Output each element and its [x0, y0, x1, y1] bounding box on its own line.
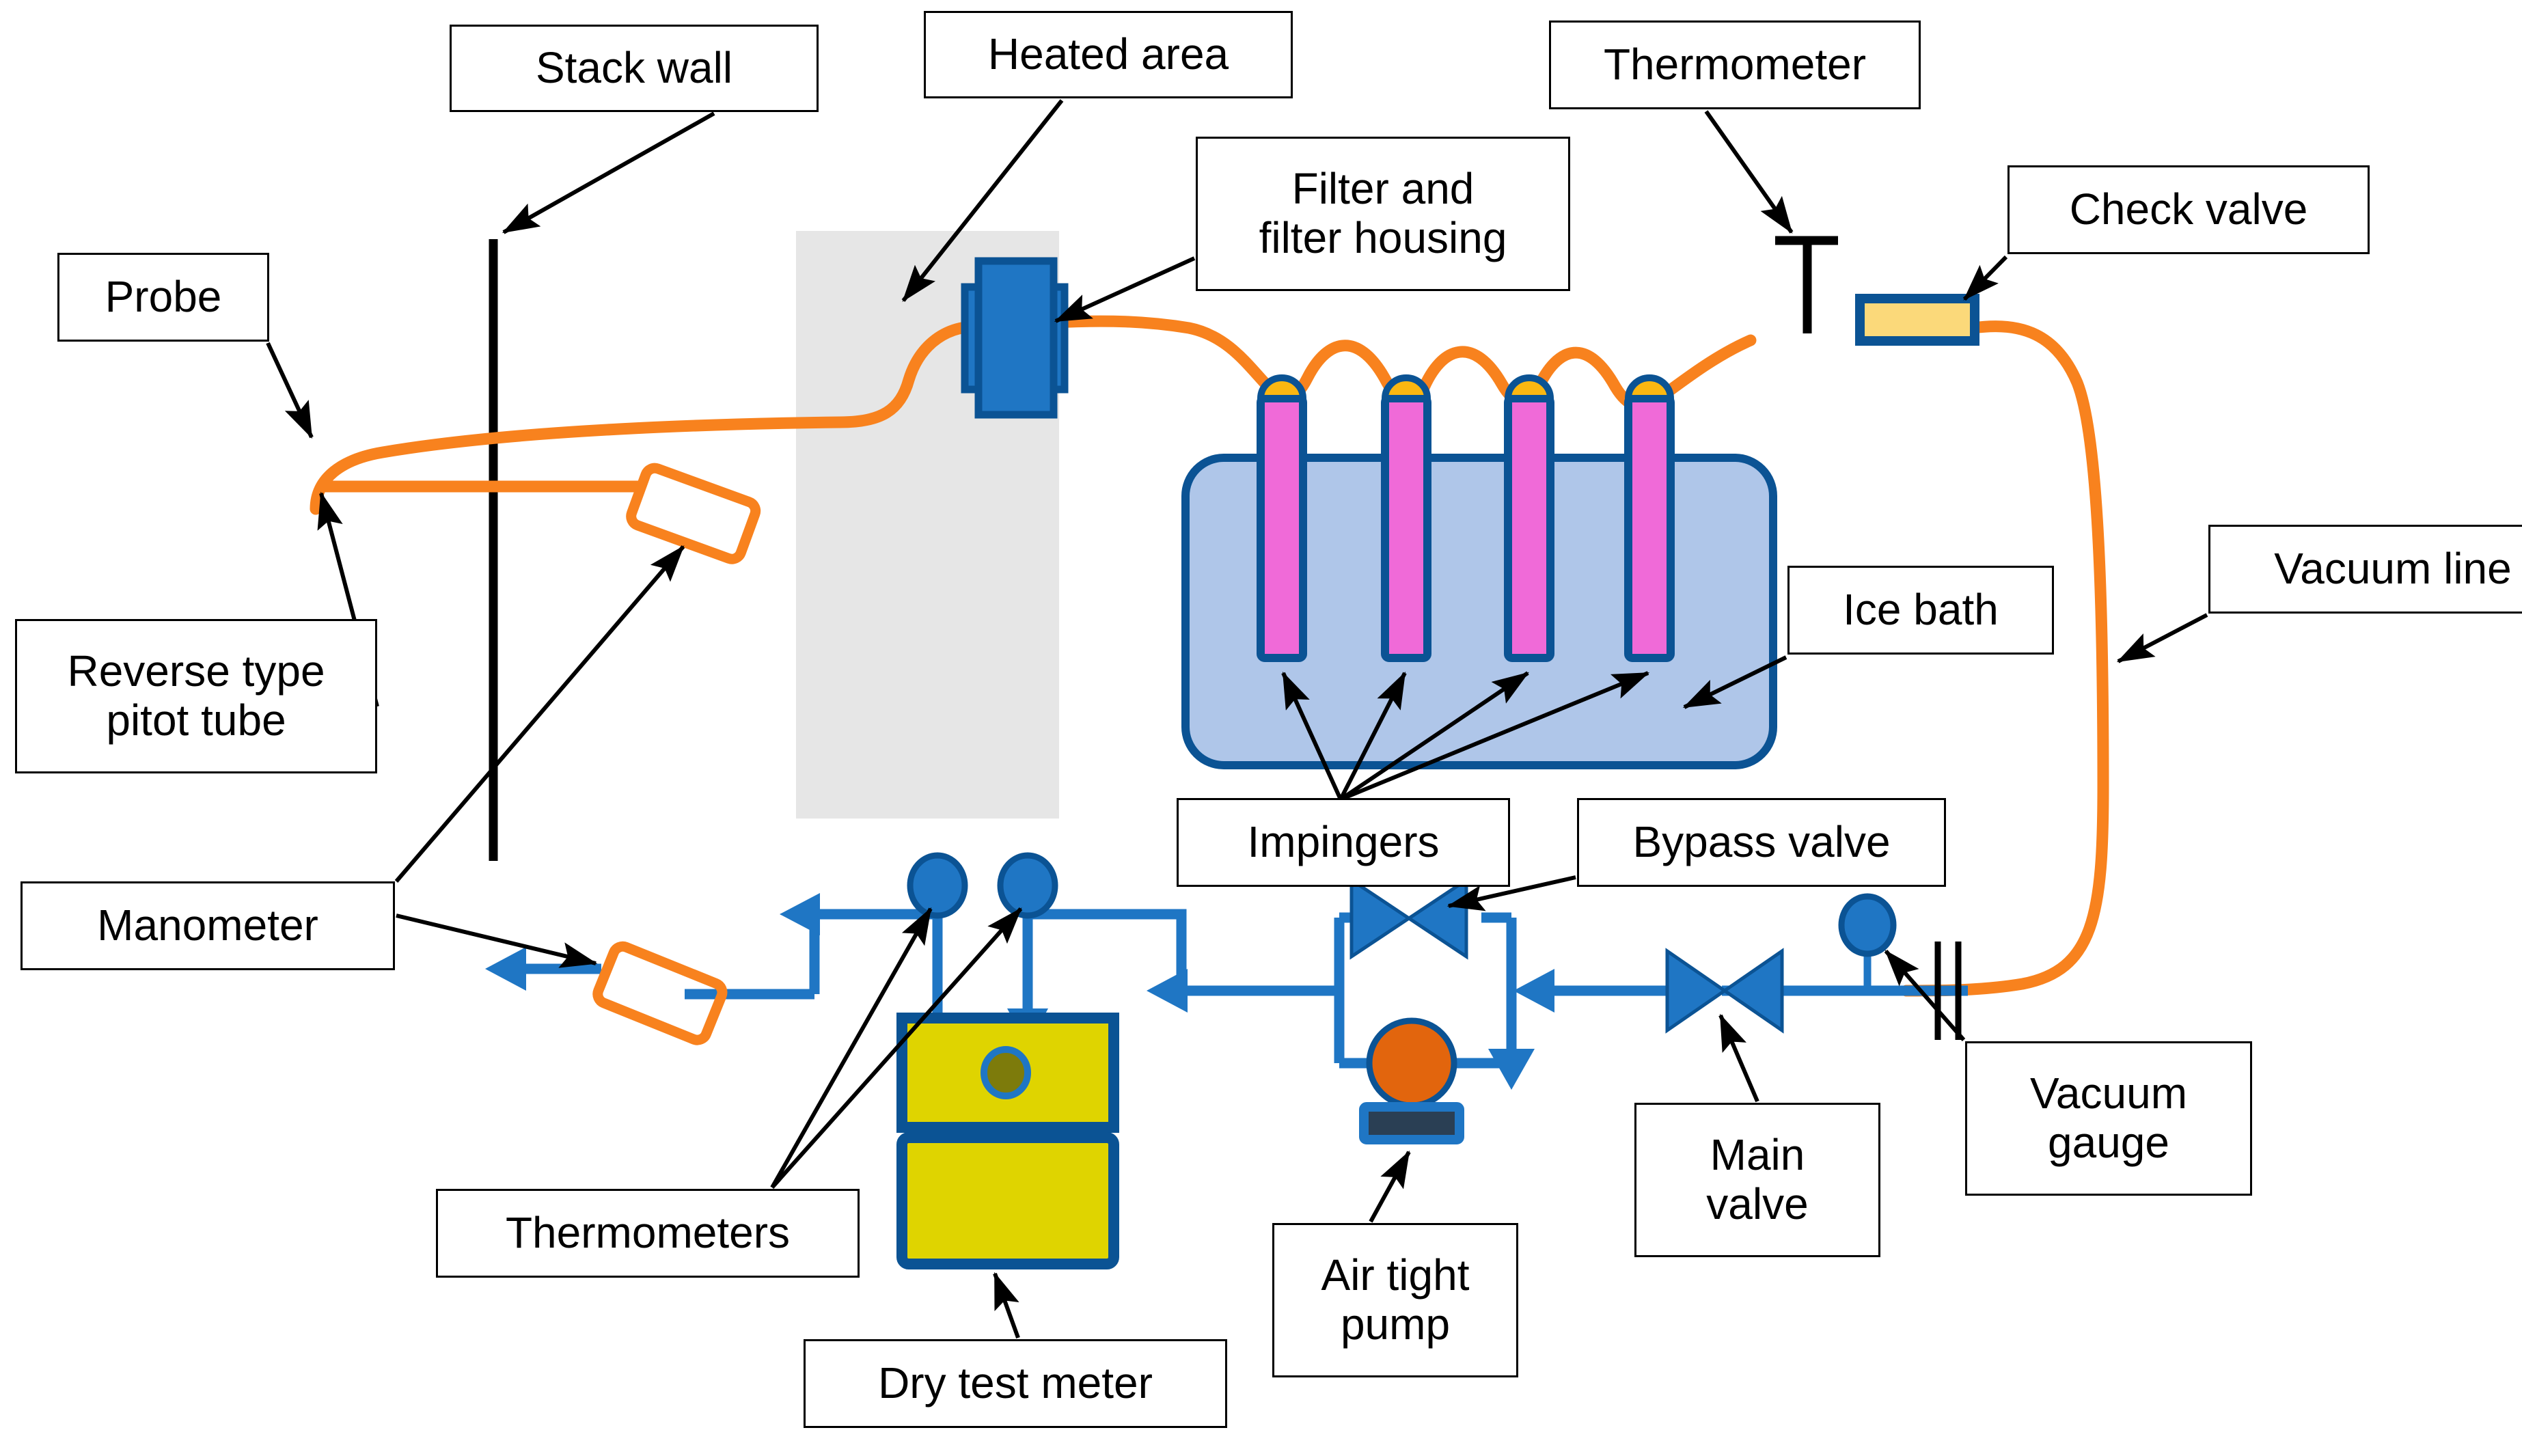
label-vacuum-line[interactable]: Vacuum line — [2208, 525, 2522, 614]
leader-impinger-4 — [1339, 671, 1650, 801]
bypass-loop — [1334, 912, 1535, 1090]
main-valve-icon — [1665, 948, 1784, 1034]
meter-inlet-pipe — [1022, 909, 1187, 1017]
leader-main-valve — [1718, 1013, 1759, 1103]
label-ice-bath[interactable]: Ice bath — [1787, 566, 2054, 655]
leader-vacuum-gauge — [1884, 950, 1966, 1041]
leader-ice-bath — [1682, 655, 1787, 709]
label-main-valve[interactable]: Main valve — [1634, 1103, 1880, 1257]
impinger-3 — [1504, 374, 1554, 662]
leader-dry-test-meter — [993, 1272, 1020, 1339]
leader-thermometers-1 — [770, 907, 933, 1189]
vacuum-line-tube — [1900, 320, 2109, 997]
filter-housing-icon — [961, 257, 1069, 419]
leader-impinger-3 — [1339, 671, 1529, 801]
leader-thermometers-2 — [770, 907, 1023, 1189]
label-vacuum-gauge[interactable]: Vacuum gauge — [1965, 1041, 2252, 1196]
probe-tube — [310, 320, 979, 515]
leader-vacuum-line — [2116, 613, 2208, 663]
vacuum-gauge-icon — [1838, 893, 1897, 991]
leader-air-pump — [1369, 1150, 1411, 1223]
label-thermometer[interactable]: Thermometer — [1549, 20, 1921, 109]
leader-heated-area — [901, 99, 1064, 302]
leader-impinger-1 — [1281, 671, 1343, 801]
thermometer-gauge-2 — [997, 852, 1058, 919]
impinger-2 — [1381, 374, 1431, 662]
leader-manometer-bottom — [396, 914, 598, 968]
label-probe[interactable]: Probe — [57, 253, 269, 342]
thermometer-icon — [1775, 236, 1838, 333]
leader-probe — [266, 342, 314, 439]
label-heated-area[interactable]: Heated area — [924, 11, 1293, 98]
leader-bypass-valve — [1447, 875, 1576, 911]
label-dry-test-meter[interactable]: Dry test meter — [804, 1339, 1227, 1428]
leader-check-valve — [1962, 255, 2008, 301]
label-thermometers[interactable]: Thermometers — [436, 1189, 860, 1278]
leader-thermometer — [1704, 110, 1794, 234]
check-valve-icon — [1855, 294, 1979, 346]
label-manometer[interactable]: Manometer — [20, 881, 395, 970]
thermometer-gauge-1 — [907, 852, 968, 919]
label-filter-and-filter-housing[interactable]: Filter and filter housing — [1196, 137, 1570, 291]
label-reverse-type-pitot-tube[interactable]: Reverse type pitot tube — [15, 619, 377, 773]
label-bypass-valve[interactable]: Bypass valve — [1577, 798, 1946, 887]
air-tight-pump-icon — [1359, 1017, 1464, 1144]
impinger-4 — [1624, 374, 1675, 662]
label-stack-wall[interactable]: Stack wall — [450, 25, 819, 112]
blue-arrow-far-left — [485, 947, 526, 991]
label-check-valve[interactable]: Check valve — [2007, 165, 2370, 254]
manometer-bottom-icon — [592, 941, 728, 1045]
bypass-valve-icon — [1349, 877, 1468, 960]
meter-outlet-arrow — [780, 893, 820, 935]
leader-stack-wall — [502, 111, 715, 234]
meter-outlet-pipe — [809, 909, 943, 1017]
leader-filter — [1054, 256, 1196, 323]
blue-arrow-to-bypass — [1513, 969, 1554, 1013]
leader-impinger-2 — [1339, 671, 1407, 801]
label-impingers[interactable]: Impingers — [1177, 798, 1510, 887]
dry-test-meter-icon — [896, 1013, 1119, 1269]
disconnect-symbol — [1934, 942, 1962, 1040]
leader-manometer-top — [394, 545, 685, 883]
manometer-top-icon — [626, 463, 761, 564]
label-air-tight-pump[interactable]: Air tight pump — [1272, 1223, 1518, 1377]
impinger-1 — [1257, 374, 1307, 662]
